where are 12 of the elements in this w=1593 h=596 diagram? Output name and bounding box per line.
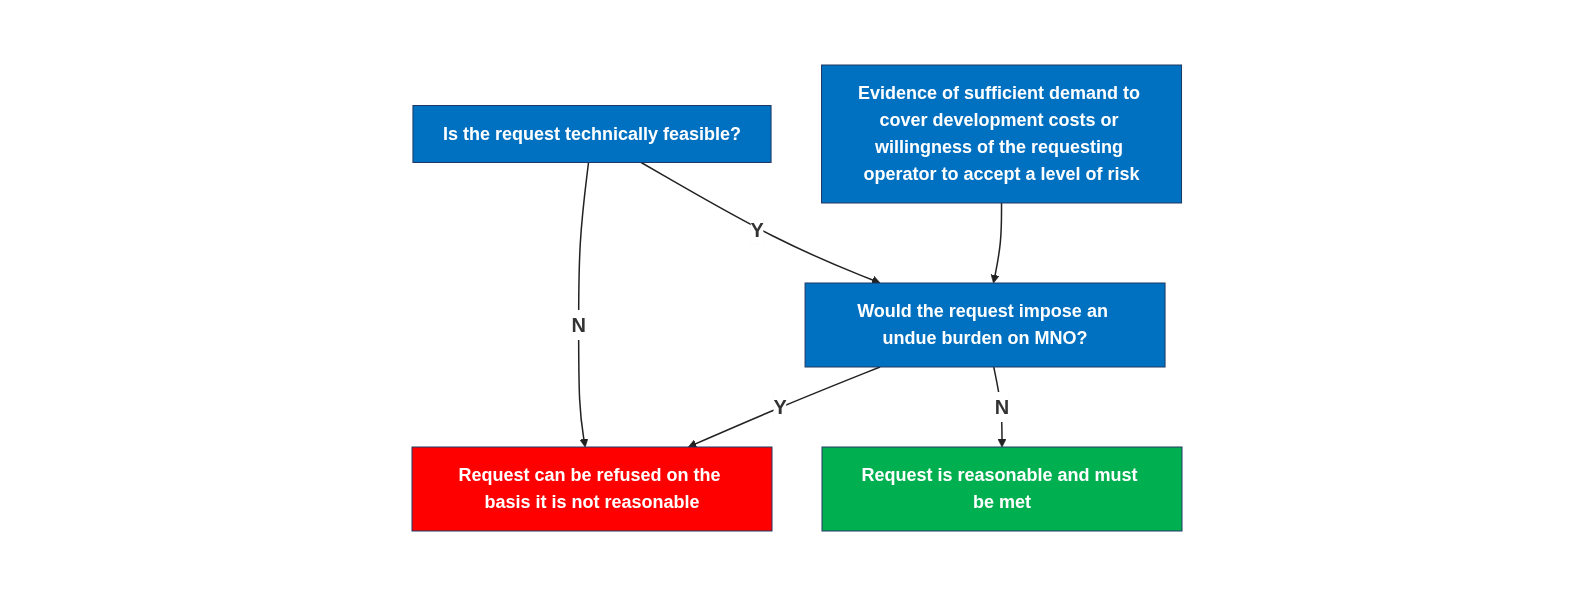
arrow bbox=[990, 202, 1002, 284]
edge-label: N bbox=[570, 314, 586, 336]
node-box: Would the request impose an undue burden on MNO? bbox=[804, 282, 1166, 368]
node-box: Request can be refused on the basis it is not reasonable bbox=[411, 446, 772, 532]
arrow bbox=[577, 161, 589, 448]
arrow bbox=[639, 161, 880, 285]
edge-label: Y bbox=[750, 218, 764, 241]
edge-label: N bbox=[994, 396, 1009, 418]
node-box: Is the request technically feasible? bbox=[411, 105, 772, 163]
node-box: Request is reasonable and must be met bbox=[821, 446, 1182, 532]
edge-label: Y bbox=[772, 396, 787, 418]
node-box: Evidence of sufficient demand to cover development costs or willingness of the requesting operator to accept a level of risk bbox=[820, 64, 1182, 204]
